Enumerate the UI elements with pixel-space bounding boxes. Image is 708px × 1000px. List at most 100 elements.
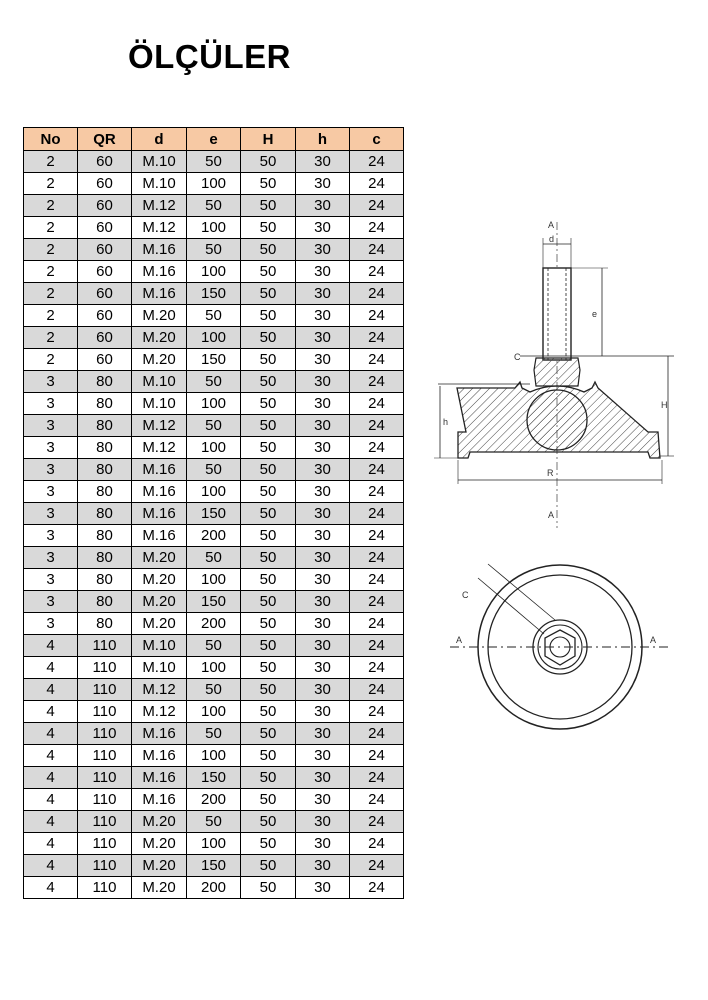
table-cell: 100 xyxy=(186,216,241,239)
table-cell: 30 xyxy=(295,392,350,415)
table-cell: 30 xyxy=(295,216,350,239)
table-cell: 2 xyxy=(23,150,78,173)
table-cell: 24 xyxy=(349,810,404,833)
table-cell: 30 xyxy=(295,172,350,195)
label-a-top: A xyxy=(548,220,554,230)
table-cell: 60 xyxy=(77,216,132,239)
table-cell: 50 xyxy=(240,634,296,657)
table-cell: 80 xyxy=(77,524,132,547)
table-cell: M.20 xyxy=(131,810,187,833)
table-cell: 24 xyxy=(349,502,404,525)
table-cell: 30 xyxy=(295,370,350,393)
table-cell: 30 xyxy=(295,150,350,173)
table-cell: 50 xyxy=(186,722,241,745)
table-cell: M.16 xyxy=(131,766,187,789)
table-cell: 50 xyxy=(186,546,241,569)
table-cell: 80 xyxy=(77,568,132,591)
table-cell: 30 xyxy=(295,788,350,811)
table-cell: 80 xyxy=(77,612,132,635)
table-cell: 24 xyxy=(349,392,404,415)
table-cell: M.20 xyxy=(131,304,187,327)
table-cell: 24 xyxy=(349,546,404,569)
table-cell: 100 xyxy=(186,172,241,195)
table-cell: 100 xyxy=(186,700,241,723)
table-cell: 60 xyxy=(77,348,132,371)
table-cell: 60 xyxy=(77,260,132,283)
table-cell: 50 xyxy=(240,568,296,591)
table-cell: 110 xyxy=(77,832,132,855)
table-cell: 4 xyxy=(23,832,78,855)
table-cell: 110 xyxy=(77,788,132,811)
table-cell: M.16 xyxy=(131,260,187,283)
table-cell: 100 xyxy=(186,832,241,855)
table-cell: 50 xyxy=(240,832,296,855)
table-cell: 3 xyxy=(23,502,78,525)
table-cell: 80 xyxy=(77,546,132,569)
table-cell: 30 xyxy=(295,238,350,261)
table-cell: M.10 xyxy=(131,370,187,393)
table-cell: 100 xyxy=(186,480,241,503)
table-cell: 4 xyxy=(23,722,78,745)
table-cell: M.12 xyxy=(131,194,187,217)
table-cell: 24 xyxy=(349,744,404,767)
table-cell: 60 xyxy=(77,326,132,349)
table-cell: 24 xyxy=(349,590,404,613)
table-cell: 4 xyxy=(23,854,78,877)
table-cell: 110 xyxy=(77,810,132,833)
table-cell: 24 xyxy=(349,458,404,481)
table-cell: 3 xyxy=(23,612,78,635)
table-cell: 80 xyxy=(77,436,132,459)
table-cell: 50 xyxy=(240,304,296,327)
table-cell: 30 xyxy=(295,282,350,305)
table-cell: 24 xyxy=(349,568,404,591)
table-cell: 30 xyxy=(295,722,350,745)
table-cell: 24 xyxy=(349,524,404,547)
table-cell: M.20 xyxy=(131,348,187,371)
table-cell: 4 xyxy=(23,788,78,811)
table-cell: 30 xyxy=(295,744,350,767)
table-cell: 24 xyxy=(349,700,404,723)
table-cell: 50 xyxy=(240,348,296,371)
table-cell: 3 xyxy=(23,414,78,437)
table-cell: M.10 xyxy=(131,392,187,415)
table-cell: 24 xyxy=(349,150,404,173)
side-view: d A e C H h R A xyxy=(434,220,674,528)
table-cell: 4 xyxy=(23,678,78,701)
table-cell: 50 xyxy=(240,172,296,195)
table-cell: 80 xyxy=(77,370,132,393)
table-cell: 24 xyxy=(349,832,404,855)
table-cell: 80 xyxy=(77,392,132,415)
table-cell: 24 xyxy=(349,304,404,327)
table-cell: 2 xyxy=(23,194,78,217)
table-cell: 60 xyxy=(77,150,132,173)
table-cell: 24 xyxy=(349,854,404,877)
table-cell: 30 xyxy=(295,436,350,459)
table-cell: 110 xyxy=(77,766,132,789)
label-a-bottom: A xyxy=(548,510,554,520)
table-cell: 200 xyxy=(186,612,241,635)
table-cell: 4 xyxy=(23,656,78,679)
table-cell: 150 xyxy=(186,502,241,525)
table-cell: 50 xyxy=(240,436,296,459)
table-cell: M.16 xyxy=(131,238,187,261)
table-cell: 4 xyxy=(23,700,78,723)
table-cell: 30 xyxy=(295,568,350,591)
table-cell: M.20 xyxy=(131,546,187,569)
table-cell: 50 xyxy=(240,788,296,811)
table-cell: 100 xyxy=(186,436,241,459)
table-cell: 50 xyxy=(240,414,296,437)
table-cell: 30 xyxy=(295,414,350,437)
table-cell: 200 xyxy=(186,788,241,811)
table-cell: 50 xyxy=(240,326,296,349)
table-cell: 200 xyxy=(186,876,241,899)
